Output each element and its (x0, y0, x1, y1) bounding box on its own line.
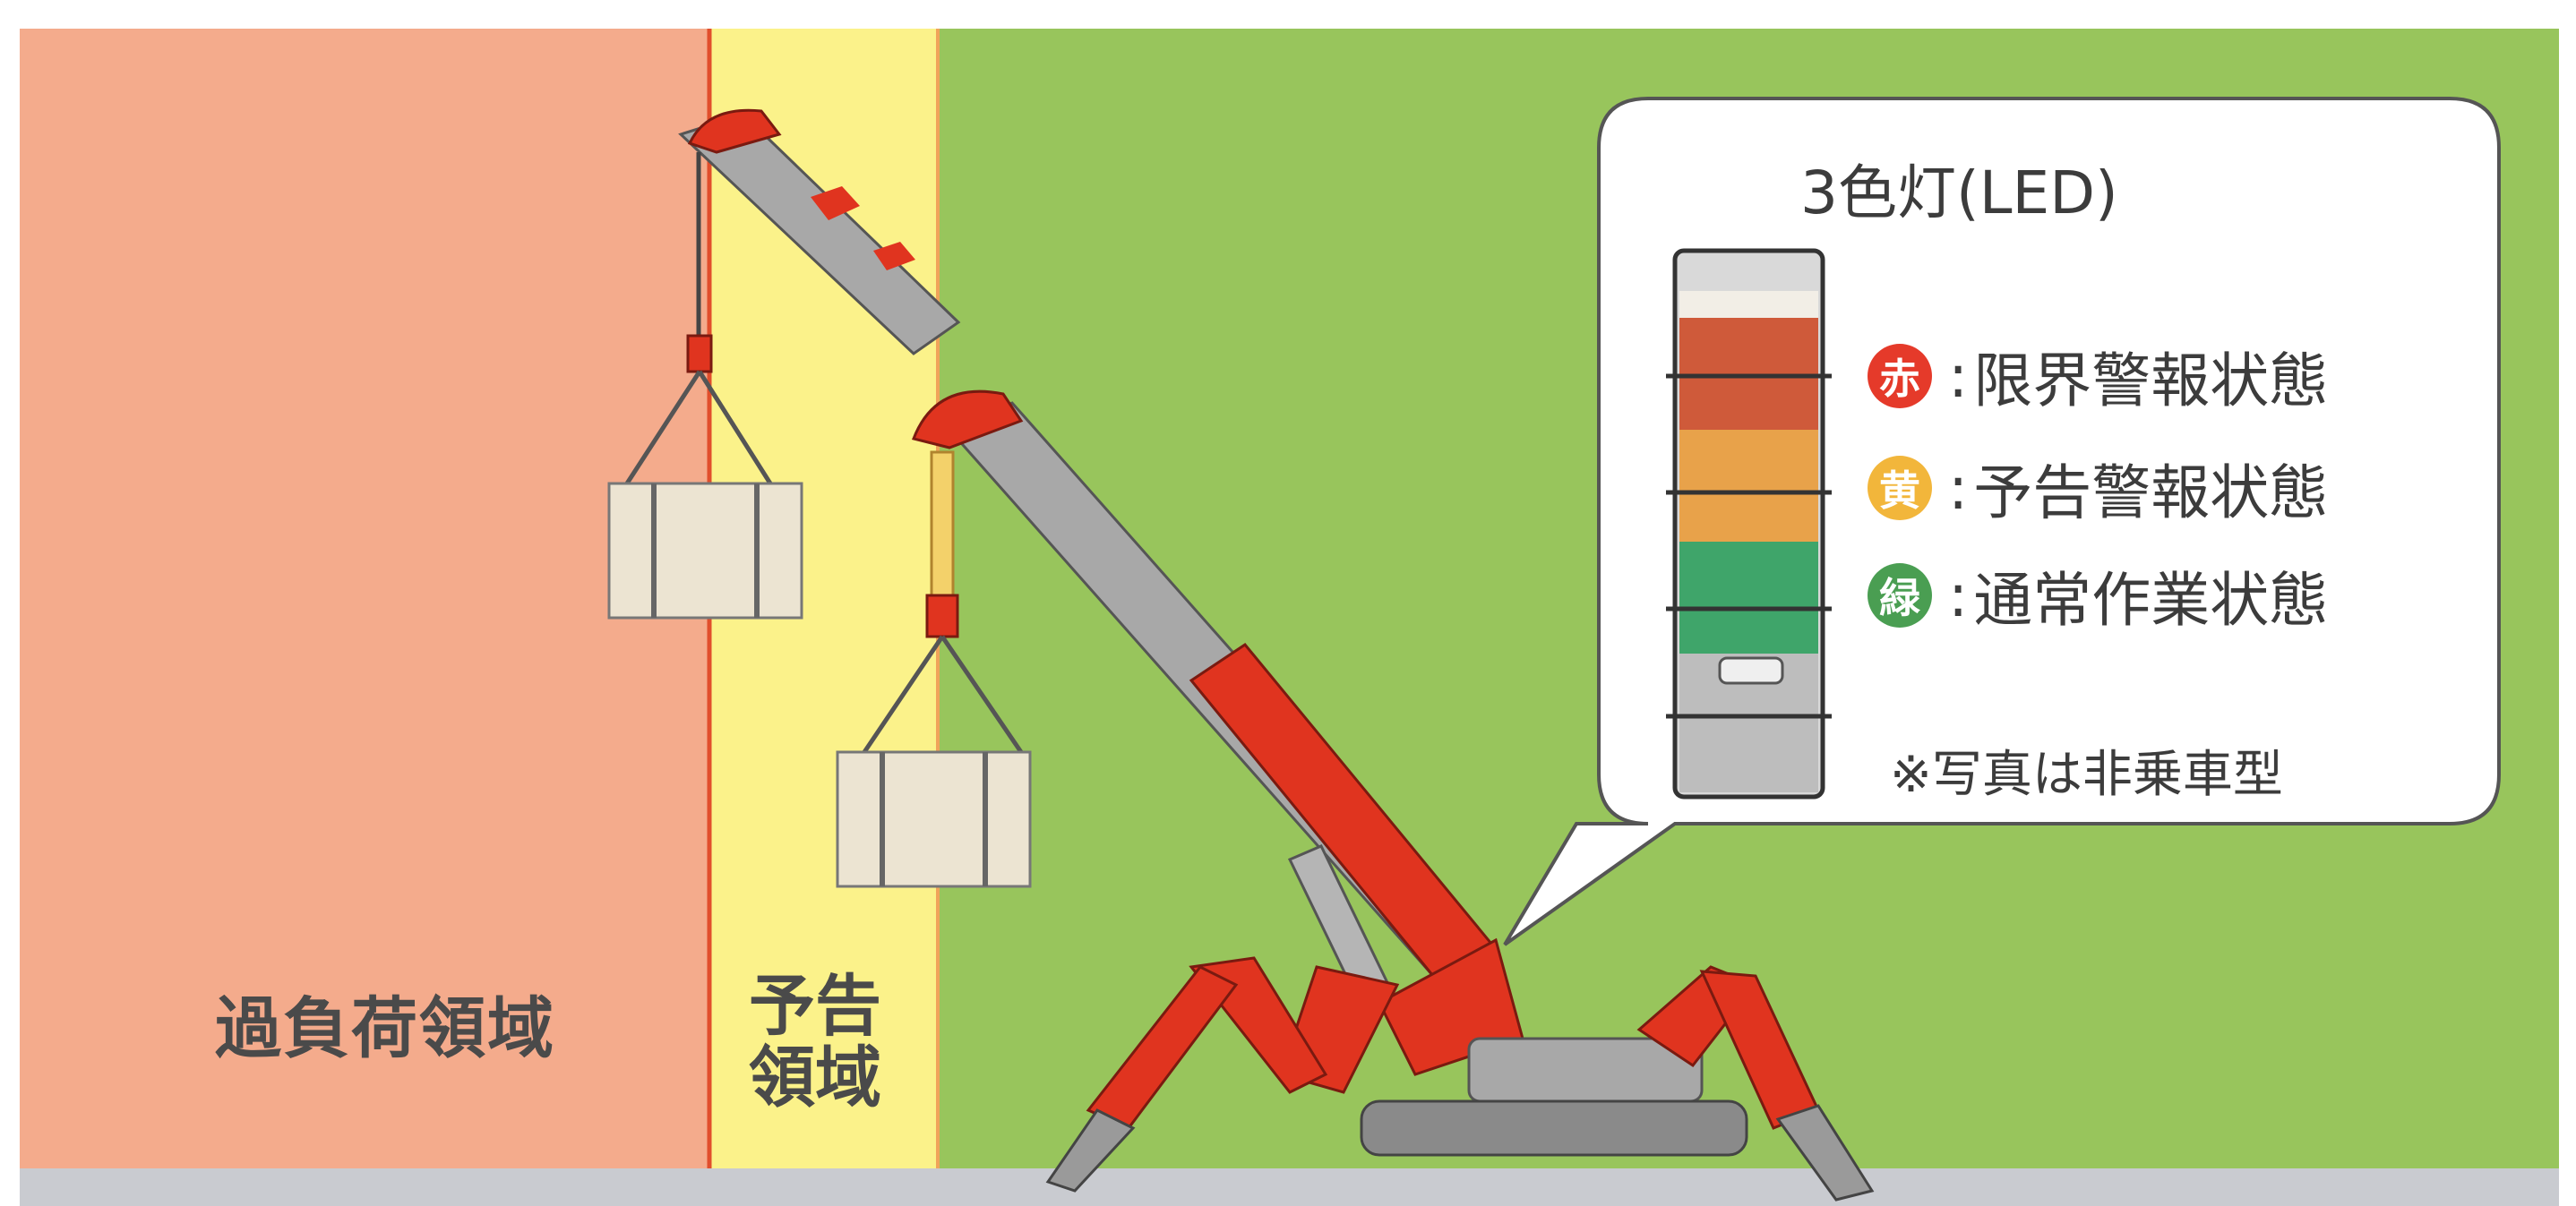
legend-text: 通常作業状態 (1973, 566, 2329, 635)
legend-item-orange: 黄 : 予告警報状態 (1868, 445, 2328, 531)
legend-item-red: 赤 : 限界警報状態 (1868, 333, 2328, 419)
red-indicator-icon: 赤 (1868, 344, 1932, 408)
load-box-lower (836, 750, 1032, 888)
legend-separator: : (1948, 453, 1969, 523)
load-box-upper (607, 482, 803, 620)
legend-item-green: 緑 : 通常作業状態 (1868, 552, 2328, 638)
crane-leg-right (1636, 965, 1875, 1202)
legend-text: 予告警報状態 (1973, 458, 2329, 527)
crane-leg-left (1045, 956, 1328, 1193)
legend-separator: : (1948, 560, 1969, 630)
warning-zone-label: 予告 領域 (734, 971, 896, 1115)
legend-text: 限界警報状態 (1973, 346, 2329, 415)
orange-indicator-icon: 黄 (1868, 456, 1932, 520)
legend-separator: : (1948, 341, 1969, 411)
ground-strip (20, 1168, 2559, 1206)
tower-light-green (1679, 542, 1818, 654)
main-boom (862, 389, 1498, 1009)
tower-light-orange (1679, 430, 1818, 542)
overload-zone (20, 29, 709, 1188)
extended-boom (624, 108, 961, 485)
warning-zone-label-line2: 領域 (749, 1039, 881, 1116)
panel-note: ※写真は非乗車型 (1890, 746, 2283, 804)
warning-zone-label-line1: 予告 (749, 968, 881, 1045)
panel-title: 3色灯(LED) (1800, 158, 2118, 227)
tower-light (1666, 248, 1832, 800)
green-indicator-icon: 緑 (1868, 563, 1932, 628)
overload-zone-label: 過負荷領域 (215, 990, 555, 1067)
